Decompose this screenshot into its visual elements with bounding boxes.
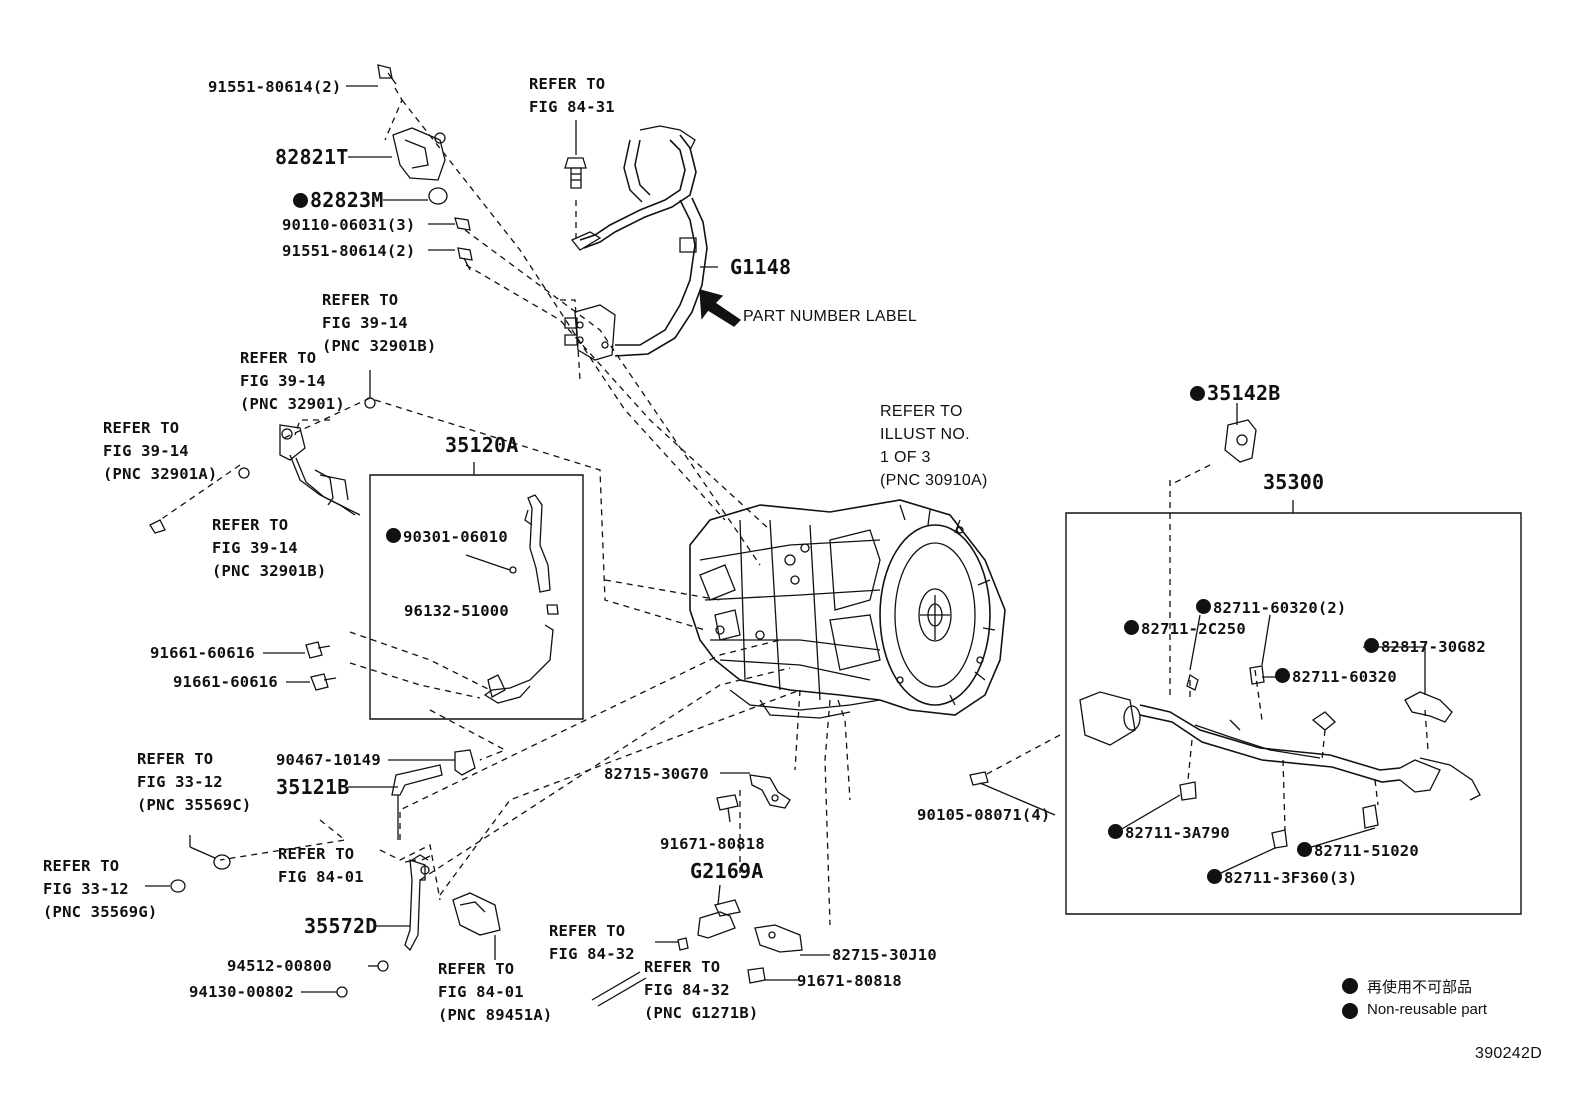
- non-reusable-dot-icon: [1297, 842, 1312, 857]
- legend-text-en: Non-reusable part: [1367, 1001, 1488, 1018]
- part-label-35300: 35300: [1263, 470, 1325, 494]
- refer-label-fig-84-32-g1271b: REFER TO FIG 84-32 (PNC G1271B): [644, 958, 759, 1022]
- part-label-82711-3a790: 82711-3A790: [1108, 822, 1230, 844]
- refer-label-fig-33-12-35569c: REFER TO FIG 33-12 (PNC 35569C): [137, 750, 252, 814]
- legend-dot-jp-icon: [1342, 978, 1358, 994]
- refer-label-fig-39-14-32901a: REFER TO FIG 39-14 (PNC 32901A): [103, 419, 218, 483]
- kit-35120a-box: [370, 475, 583, 719]
- bracket-35142b: [1225, 420, 1256, 462]
- non-reusable-dot-icon: [386, 528, 401, 543]
- non-reusable-dot-icon: [1207, 869, 1222, 884]
- part-number-label-note: PART NUMBER LABEL: [743, 308, 918, 325]
- transmission-assembly: [690, 500, 1005, 718]
- part-label-82823m: 82823M: [293, 189, 383, 211]
- part-label-91671-80818-a: 91671-80818: [660, 835, 765, 853]
- bracket-82821t: [378, 65, 472, 270]
- part-label-90110-06031: 90110-06031(3): [282, 216, 416, 234]
- non-reusable-dot-icon: [1124, 620, 1139, 635]
- tube-35121b: [392, 750, 475, 840]
- part-label-g1148: G1148: [730, 255, 792, 279]
- part-label-91551-80614-top: 91551-80614(2): [208, 78, 342, 96]
- non-reusable-dot-icon: [1190, 386, 1205, 401]
- part-label-82711-60320-2: 82711-60320(2): [1196, 597, 1346, 619]
- refer-label-fig-84-01-a: REFER TO FIG 84-01: [278, 845, 364, 886]
- refer-label-fig-84-31: REFER TO FIG 84-31: [529, 75, 615, 116]
- wire-harness-g1148: [565, 126, 740, 360]
- wire-35300: [970, 666, 1480, 848]
- refer-label-fig-33-12-35569g: REFER TO FIG 33-12 (PNC 35569G): [43, 857, 158, 921]
- breather-g2169a: [592, 900, 740, 1006]
- grommets-33-12: [171, 855, 230, 892]
- lever-parts-39-14: [150, 398, 375, 533]
- part-label-94512-00800: 94512-00800: [227, 957, 332, 975]
- bolt-refer-84-31: [565, 120, 586, 188]
- bracket-82715-30g70: [717, 775, 790, 822]
- part-label-96132-51000: 96132-51000: [404, 602, 509, 620]
- refer-label-fig-39-14-32901b-top: REFER TO FIG 39-14 (PNC 32901B): [322, 291, 437, 355]
- kit-35300-box: [1066, 513, 1521, 914]
- non-reusable-dot-icon: [1196, 599, 1211, 614]
- part-label-35572d: 35572D: [304, 914, 378, 938]
- bolts-91661: [306, 642, 336, 690]
- part-label-90301-06010: 90301-06010: [386, 526, 508, 548]
- diagram-id: 390242D: [1475, 1045, 1543, 1062]
- part-label-90105-08071: 90105-08071(4): [917, 806, 1051, 824]
- part-label-35142b: 35142B: [1190, 382, 1280, 404]
- part-label-35120a: 35120A: [445, 433, 519, 457]
- part-label-90467-10149: 90467-10149: [276, 751, 381, 769]
- non-reusable-dot-icon: [1364, 638, 1379, 653]
- part-label-91551-80614-bottom: 91551-80614(2): [282, 242, 416, 260]
- refer-label-fig-84-01-89451a: REFER TO FIG 84-01 (PNC 89451A): [438, 960, 553, 1024]
- part-label-82821t: 82821T: [275, 145, 349, 169]
- part-label-91661-60616-a: 91661-60616: [150, 644, 255, 662]
- part-label-g2169a: G2169A: [690, 859, 764, 883]
- part-label-82715-30j10: 82715-30J10: [832, 946, 937, 964]
- non-reusable-dot-icon: [1275, 668, 1290, 683]
- refer-label-fig-39-14-32901: REFER TO FIG 39-14 (PNC 32901): [240, 349, 345, 413]
- refer-label-fig-84-32: REFER TO FIG 84-32: [549, 922, 635, 963]
- part-label-82715-30g70: 82715-30G70: [604, 765, 709, 783]
- legend-dot-en-icon: [1342, 1003, 1358, 1019]
- part-label-82711-60320: 82711-60320: [1275, 666, 1397, 688]
- dipstick-parts: [466, 495, 558, 703]
- part-label-91661-60616-b: 91661-60616: [173, 673, 278, 691]
- part-label-82711-51020: 82711-51020: [1297, 840, 1419, 862]
- dashed-leaders: [160, 88, 1428, 925]
- non-reusable-dot-icon: [1108, 824, 1123, 839]
- part-label-82711-2c250: 82711-2C250: [1124, 618, 1246, 640]
- non-reusable-dot-icon: [293, 193, 308, 208]
- part-label-94130-00802: 94130-00802: [189, 983, 294, 1001]
- part-label-35121b: 35121B: [276, 775, 350, 799]
- part-label-91671-80818-b: 91671-80818: [797, 972, 902, 990]
- refer-label-illust-1-of-3: REFER TO ILLUST NO. 1 OF 3 (PNC 30910A): [880, 403, 988, 489]
- part-label-82711-3f360: 82711-3F360(3): [1207, 867, 1357, 889]
- part-label-82817-30g82: 82817-30G82: [1364, 636, 1486, 658]
- legend-text-jp: 再使用不可部品: [1367, 979, 1473, 996]
- refer-label-fig-39-14-32901b-bottom: REFER TO FIG 39-14 (PNC 32901B): [212, 516, 327, 580]
